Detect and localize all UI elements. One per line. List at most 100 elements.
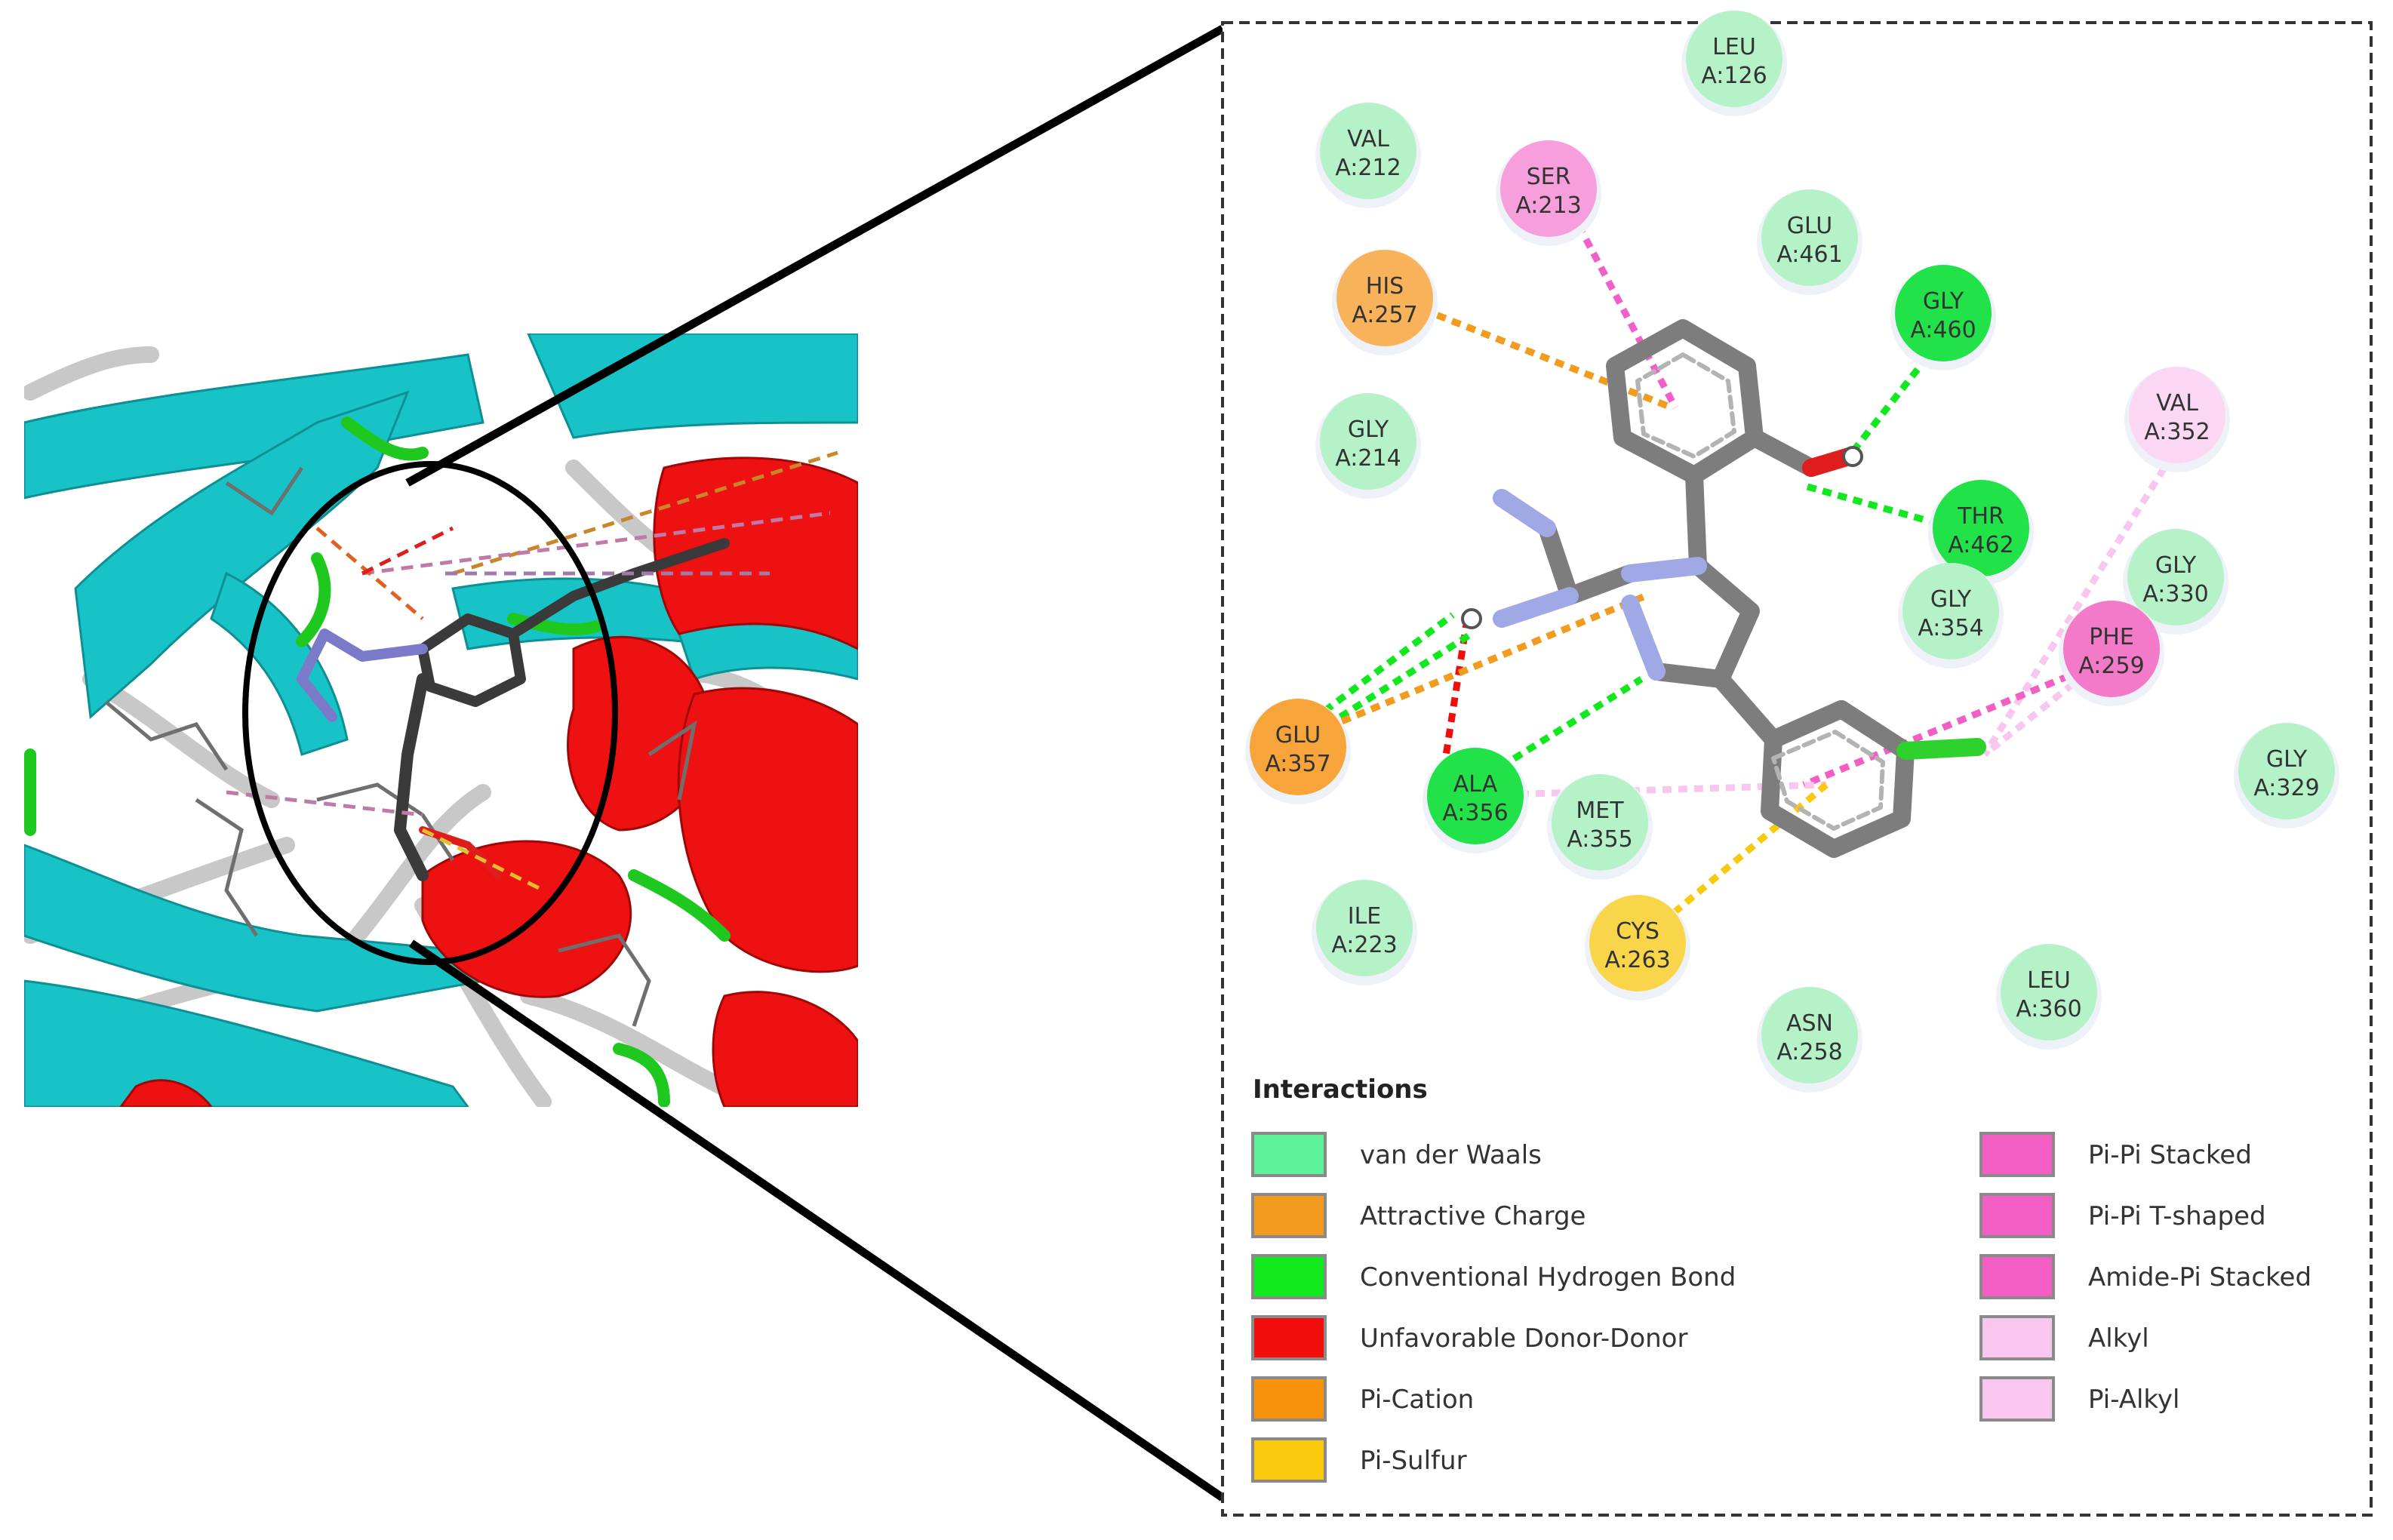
residue-number: A:259 [2078, 653, 2144, 679]
legend-swatch [1251, 1254, 1327, 1299]
helix-right [677, 687, 858, 973]
residue-disc [1902, 563, 1999, 659]
dash-charge [315, 527, 424, 620]
helix-upper-right [653, 456, 858, 650]
helix-bottom-right [712, 991, 858, 1107]
residue-number: A:357 [1265, 751, 1330, 777]
residue-number: A:223 [1331, 932, 1397, 958]
green-loop [613, 1043, 670, 1107]
dash-pi [226, 790, 423, 817]
residue-name: GLY [1923, 288, 1964, 315]
line-ser213-pi [1568, 209, 1678, 410]
coil-strand [82, 671, 280, 808]
residue-name: GLY [1930, 586, 1972, 613]
residue-number: A:461 [1776, 241, 1842, 268]
legend-label: Amide-Pi Stacked [2088, 1262, 2311, 1293]
ligand-aromatic-inner [1635, 352, 1736, 459]
helix-bottom-left [119, 1079, 213, 1107]
residue-number: A:212 [1335, 155, 1401, 181]
coil-strand [24, 346, 159, 401]
legend-label: Pi-Pi Stacked [2088, 1140, 2252, 1170]
ligand-amine [1493, 587, 1579, 628]
residue-number: A:462 [1948, 532, 2013, 558]
residue-disc [2129, 367, 2225, 463]
legend-swatch [1251, 1193, 1327, 1238]
green-loop [296, 552, 331, 647]
residue-disc [1895, 265, 1992, 361]
residue-name: LEU [2027, 967, 2071, 994]
ligand-n-bond [1621, 557, 1707, 582]
residue-stick [647, 720, 697, 801]
residue-stick [225, 466, 304, 516]
legend-swatch [1979, 1376, 2055, 1422]
ligand-hydroxyl [419, 826, 502, 879]
residue-stick [558, 933, 651, 1027]
green-loop [628, 869, 731, 942]
residue-number: A:356 [1442, 800, 1508, 826]
ligand-hydrogen [1842, 446, 1863, 467]
legend-item: Pi-Sulfur [1251, 1437, 1467, 1483]
residue-disc [2063, 601, 2160, 697]
residue-number: A:213 [1515, 192, 1581, 219]
residue-name: GLY [2266, 746, 2308, 773]
green-loop [341, 417, 429, 461]
zoom-line-bottom [408, 939, 1226, 1502]
residue-name: GLU [1787, 213, 1832, 239]
residue-disc [2001, 944, 2097, 1040]
legend-label: Conventional Hydrogen Bond [1360, 1262, 1736, 1293]
legend-swatch [1251, 1437, 1327, 1483]
residue-name: ALA [1453, 771, 1498, 798]
ligand-amidine [297, 629, 428, 722]
legend-item: Pi-Pi T-shaped [1979, 1193, 2266, 1238]
residue-number: A:460 [1910, 317, 1976, 343]
legend-item: Attractive Charge [1251, 1193, 1586, 1238]
residue-number: A:355 [1567, 826, 1632, 853]
beta-sheet-top [24, 353, 484, 500]
residue-name: SER [1527, 164, 1571, 190]
legend-swatch [1979, 1254, 2055, 1299]
residue-glu357[interactable]: GLU A:357 [1245, 699, 1351, 804]
residue-disc [1427, 748, 1524, 844]
residue-number: A:258 [1776, 1039, 1842, 1065]
ligand-bond [1561, 564, 1639, 605]
zoom-circle [242, 461, 618, 965]
residue-disc [1761, 189, 1858, 286]
residue-number: A:214 [1335, 445, 1401, 472]
residue-number: A:257 [1352, 302, 1417, 328]
interaction-dashes-3d [226, 450, 838, 893]
line-ala356-donor [1438, 614, 1472, 785]
residue-number: A:354 [1918, 615, 1983, 641]
dash-alkyl [361, 511, 831, 576]
legend-item: Pi-Pi Stacked [1979, 1132, 2252, 1177]
residue-name: GLU [1275, 722, 1321, 748]
legend-label: Pi-Pi T-shaped [2088, 1201, 2266, 1231]
residue-stick [104, 700, 229, 771]
residue-number: A:329 [2253, 775, 2319, 801]
ligand-ring [417, 613, 526, 707]
dash-charge [452, 450, 838, 576]
ligand-linker [394, 673, 429, 881]
legend-swatch [1251, 1132, 1327, 1177]
residue-disc [2238, 723, 2335, 819]
ligand-chlorophenyl-ring [1761, 700, 1915, 858]
